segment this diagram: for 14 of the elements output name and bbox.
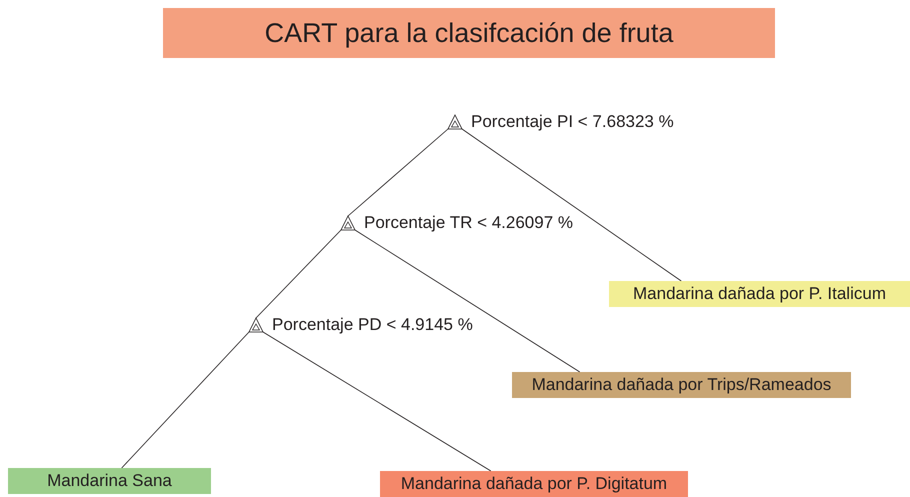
tree-branch — [262, 332, 492, 472]
tree-branch — [256, 230, 342, 318]
leaf-box: Mandarina dañada por Trips/Rameados — [512, 372, 851, 398]
tree-branch — [462, 128, 682, 282]
split-condition: Porcentaje TR < 4.26097 % — [364, 213, 574, 233]
leaf-box: Mandarina dañada por P. Digitatum — [380, 471, 688, 497]
leaf-box: Mandarina dañada por P. Italicum — [609, 281, 910, 307]
tree-branch — [121, 332, 250, 468]
tree-branch — [348, 128, 448, 216]
tree-branch — [354, 230, 580, 372]
leaf-box: Mandarina Sana — [8, 468, 211, 494]
title-banner: CART para la clasifcación de fruta — [163, 8, 775, 58]
split-condition: Porcentaje PI < 7.68323 % — [471, 112, 674, 132]
split-condition: Porcentaje PD < 4.9145 % — [272, 315, 473, 335]
